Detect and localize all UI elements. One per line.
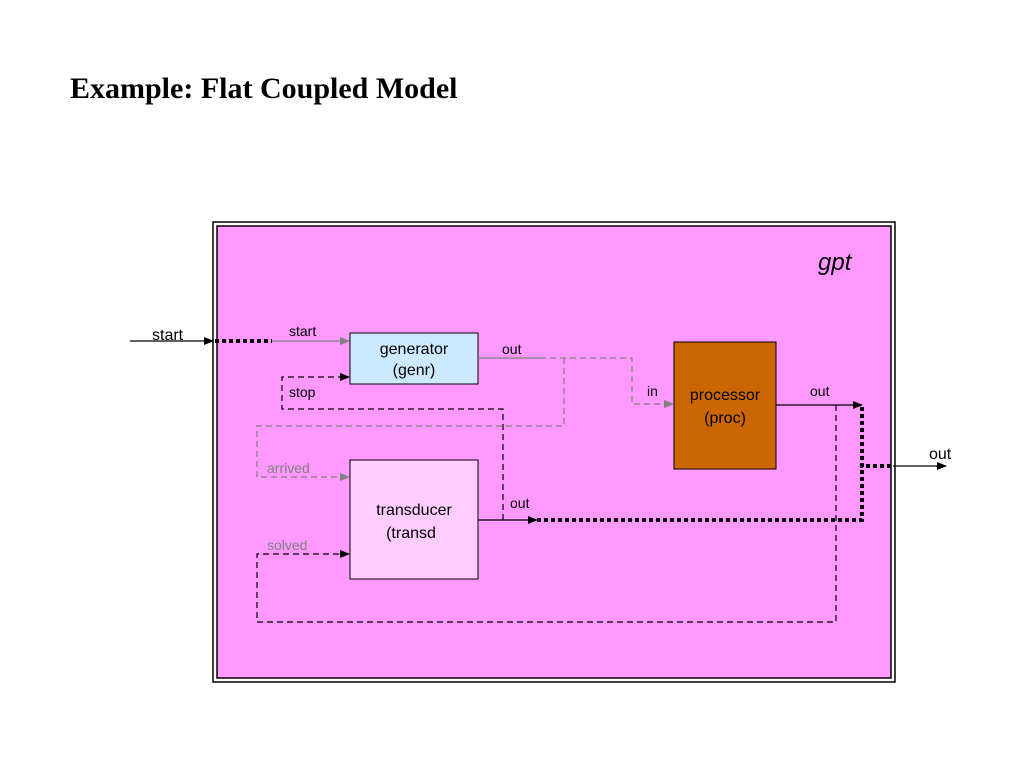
external-out-label: out [929, 446, 952, 463]
coupled-model-name: gpt [818, 249, 853, 276]
coupled-model-box [216, 225, 892, 679]
coupling-transd-out-to-genr-stop [281, 373, 504, 520]
slide-title: Example: Flat Coupled Model [70, 72, 458, 105]
genr-stop-port-label: stop [289, 384, 316, 400]
transducer-block [349, 459, 479, 580]
genr-start-port-label: start [289, 323, 316, 339]
transd-arrived-port-label: arrived [267, 460, 310, 476]
transducer-id: (transd [386, 525, 436, 542]
transducer-name: transducer [376, 502, 452, 519]
coupling-genr-out-to-transd-arrived [256, 358, 565, 481]
proc-in-port-label: in [647, 383, 658, 399]
processor-block [673, 341, 777, 470]
processor-name: processor [690, 387, 761, 404]
coupling-genr-out-to-proc-in [540, 357, 674, 408]
coupling-proc-out-to-transd-solved [256, 405, 837, 623]
external-start-label: start [152, 327, 184, 344]
eoc-transd-out-to-gpt-out [537, 466, 864, 522]
generator-id: (genr) [393, 362, 436, 379]
transd-solved-port-label: solved [267, 537, 307, 553]
processor-id: (proc) [704, 410, 746, 427]
proc-out-port-label: out [810, 383, 830, 399]
transd-out-port-label: out [510, 495, 530, 511]
generator-name: generator [380, 341, 449, 358]
genr-out-port-label: out [502, 341, 522, 357]
